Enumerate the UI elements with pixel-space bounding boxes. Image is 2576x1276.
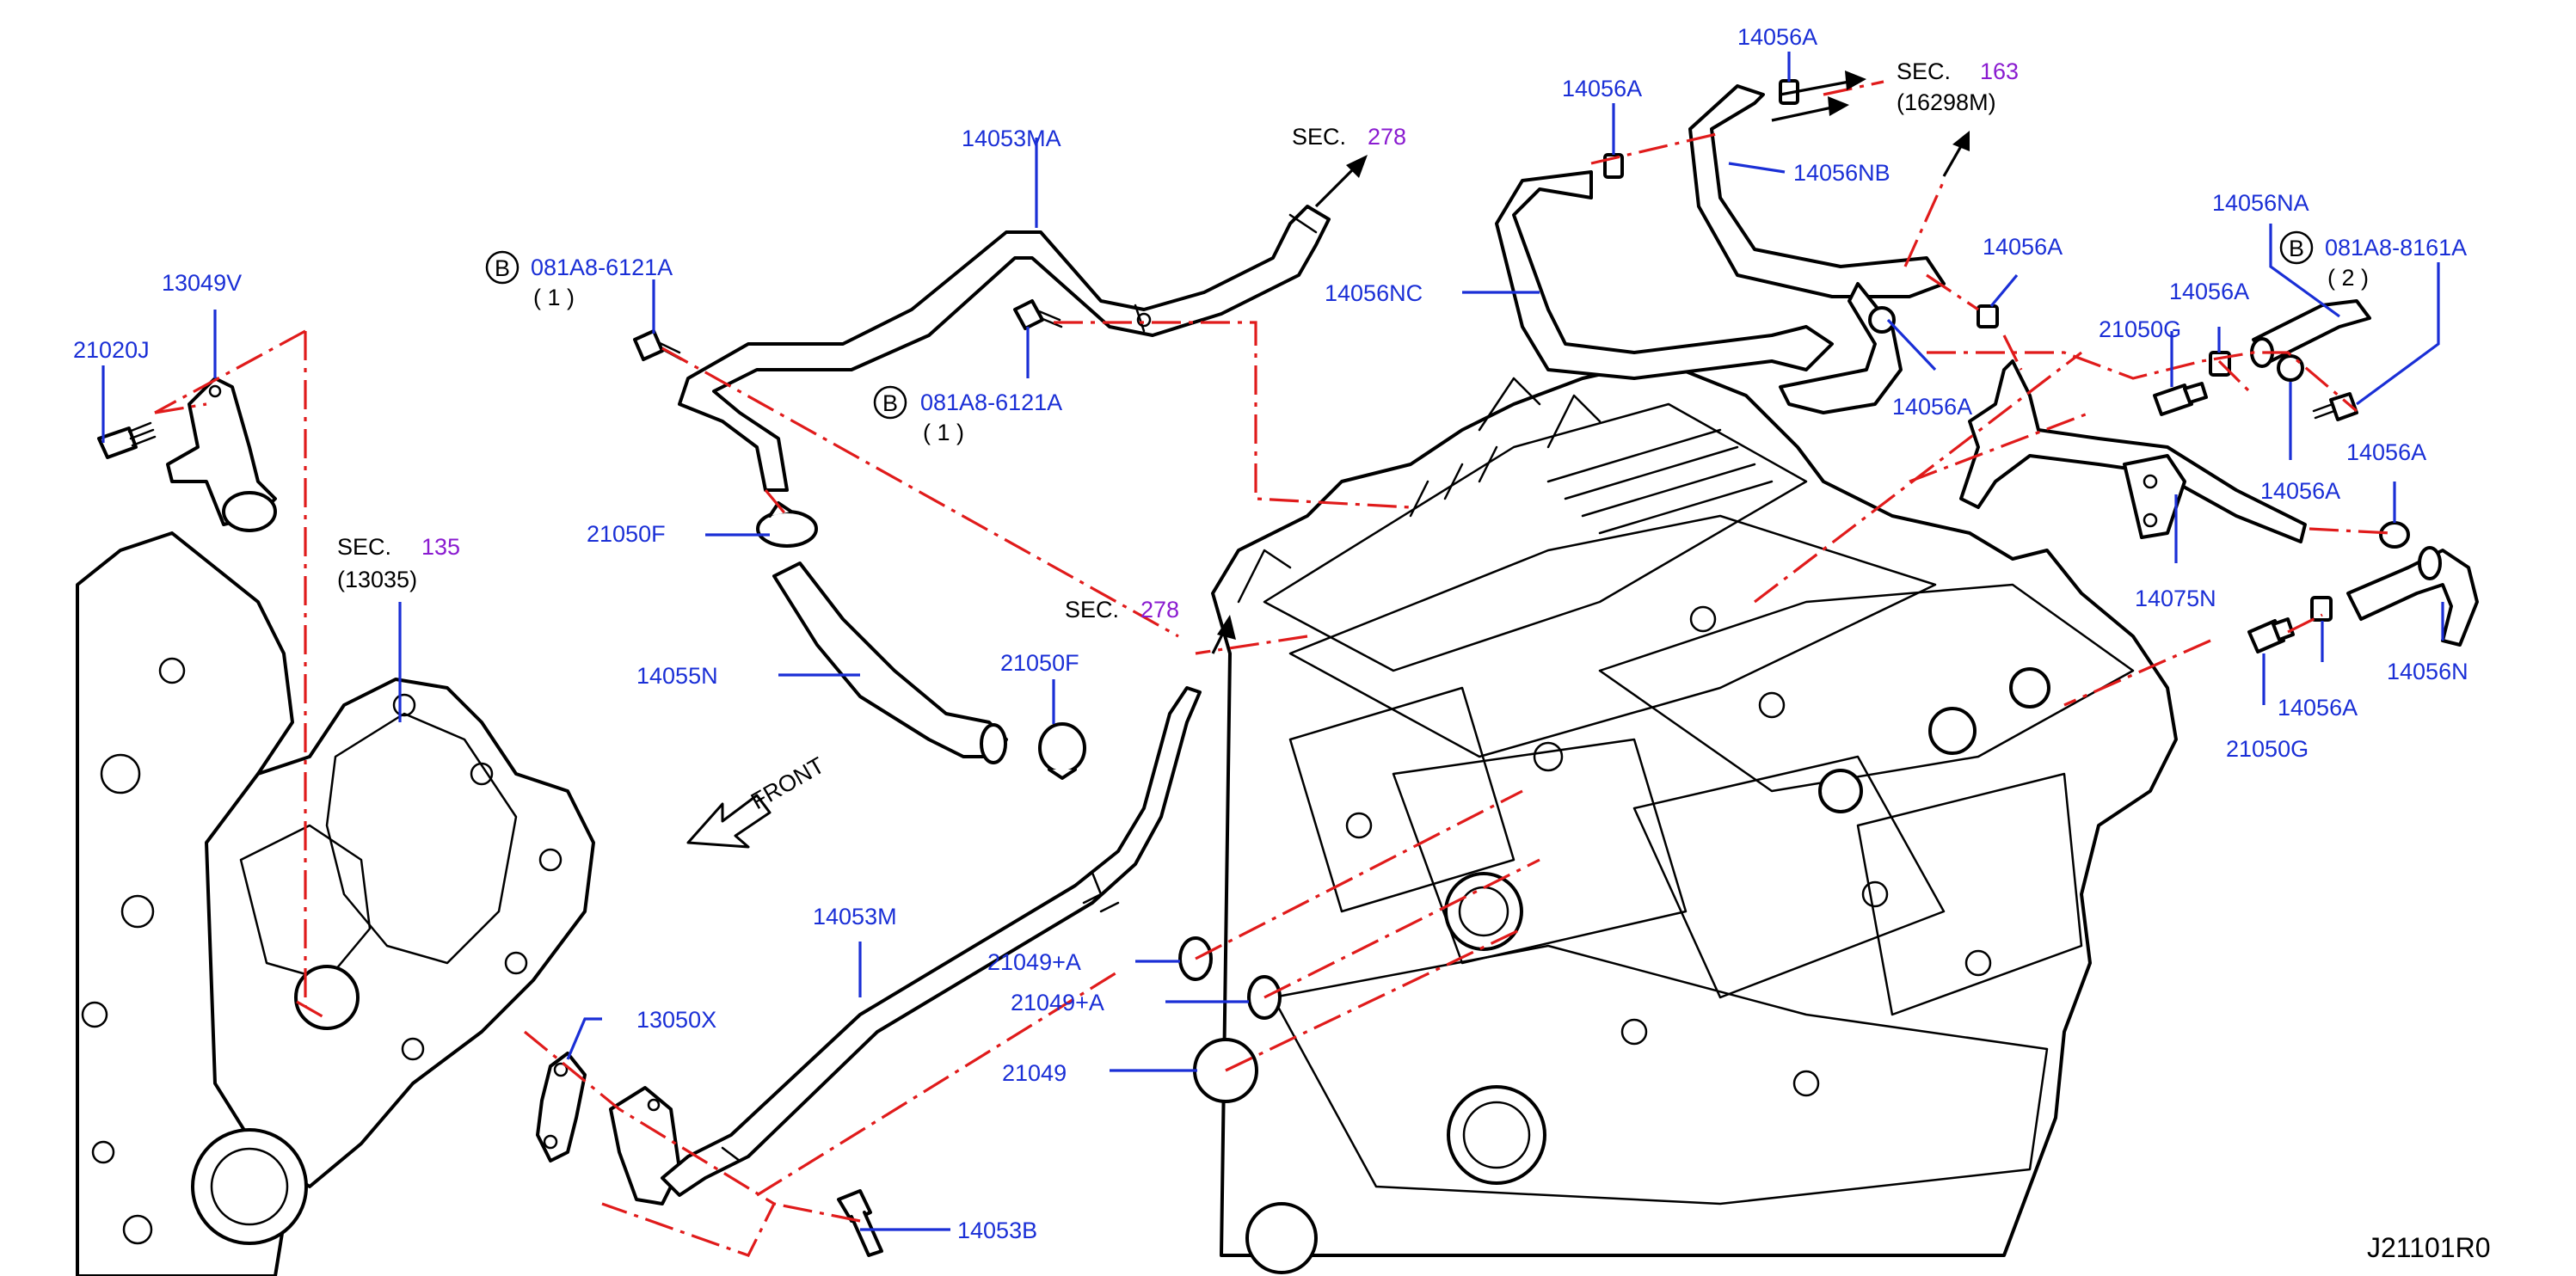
svg-text:278: 278	[1140, 597, 1179, 623]
label-14055n: 14055N	[636, 663, 718, 689]
label-14053ma: 14053MA	[962, 126, 1061, 151]
sec-ref-163: SEC. 163 (16298M)	[1897, 58, 2019, 115]
label-21049a-2: 21049+A	[1011, 990, 1104, 1015]
callout-labels: 14053MA 14053M 14053B 14055N 13049V 2102…	[73, 24, 2491, 1263]
bolt-callout-2: B 081A8-6121A ( 1 )	[873, 385, 1062, 445]
diagram-code: J21101R0	[2367, 1232, 2491, 1263]
svg-text:SEC.: SEC.	[1897, 58, 1951, 84]
svg-text:081A8-6121A: 081A8-6121A	[531, 255, 673, 280]
arrow-sec-278-mid	[1217, 615, 1236, 640]
label-21050g-2: 21050G	[2226, 736, 2309, 762]
label-21050g-1: 21050G	[2099, 316, 2181, 342]
gasket-13050x	[536, 1052, 587, 1163]
clamp-14056a-6	[2277, 354, 2304, 382]
bolt-14053b	[837, 1189, 883, 1257]
label-14053m: 14053M	[813, 904, 897, 929]
svg-text:SEC.: SEC.	[1065, 597, 1119, 623]
arrow-sec-278-top	[1346, 155, 1368, 178]
union-21050g-1	[2153, 382, 2208, 416]
label-14075n: 14075N	[2135, 586, 2216, 611]
label-21050f-b: 21050F	[1000, 650, 1079, 676]
clamp-14056a-7	[2379, 521, 2410, 549]
label-21049: 21049	[1002, 1060, 1067, 1086]
arrow-sec-163-a	[1845, 71, 1866, 90]
svg-text:(13035): (13035)	[337, 567, 417, 592]
arrow-sec-163-b	[1828, 96, 1849, 116]
hose-14056na	[2250, 299, 2371, 368]
hose-14056n	[2346, 546, 2479, 647]
clamp-21050f-a	[756, 501, 818, 548]
svg-text:B: B	[495, 255, 510, 281]
tube-14075n	[1959, 359, 2307, 543]
svg-text:( 1 ): ( 1 )	[923, 420, 964, 445]
clamp-14056a-4	[1868, 306, 1896, 334]
bolt-081a8-6121a-mid	[1013, 299, 1063, 330]
clamp-14056a-3	[1977, 304, 1999, 328]
label-13050x: 13050X	[636, 1007, 716, 1033]
label-14056na: 14056NA	[2212, 190, 2309, 216]
label-14056a-7: 14056A	[2346, 439, 2426, 465]
svg-text:SEC.: SEC.	[337, 534, 391, 560]
bolt-callout-3: B 081A8-8161A ( 2 )	[2279, 230, 2467, 291]
clamp-14056a-8	[2310, 596, 2333, 622]
hose-14055n	[772, 561, 1008, 764]
timing-cover	[76, 531, 595, 1276]
label-14056a-3: 14056A	[1892, 394, 1972, 420]
arrow-sec-163-c	[1952, 131, 1970, 151]
hose-14053m	[661, 686, 1202, 1197]
sec-ref-278-mid: SEC. 278	[1065, 597, 1179, 623]
svg-text:B: B	[882, 390, 898, 416]
svg-text:( 2 ): ( 2 )	[2327, 265, 2369, 291]
label-14056a-8: 14056A	[2278, 695, 2358, 721]
hose-14056nc	[1495, 170, 1834, 380]
clamp-21050f-b	[1038, 722, 1086, 780]
bolt-21020j	[97, 421, 157, 459]
label-13049v: 13049V	[162, 270, 242, 296]
bolt-callout-1: B 081A8-6121A ( 1 )	[485, 250, 673, 310]
label-14056a-2: 14056A	[1562, 76, 1642, 101]
label-21020j: 21020J	[73, 337, 150, 363]
svg-text:SEC.: SEC.	[1292, 124, 1346, 150]
front-arrow: FRONT	[686, 752, 829, 849]
label-14056a-5: 14056A	[2169, 279, 2249, 304]
label-21050f-a: 21050F	[587, 521, 666, 547]
leader-lines	[101, 52, 2444, 1231]
label-14056nb: 14056NB	[1793, 160, 1891, 186]
svg-text:B: B	[2289, 236, 2304, 261]
label-21049a-1: 21049+A	[987, 949, 1081, 975]
svg-text:278: 278	[1368, 124, 1406, 150]
sec-ref-278-top: SEC. 278	[1292, 124, 1406, 150]
svg-text:081A8-6121A: 081A8-6121A	[920, 390, 1062, 415]
sec-ref-135: SEC. 135 (13035)	[337, 534, 460, 592]
label-14053b: 14053B	[957, 1218, 1037, 1243]
label-14056n: 14056N	[2387, 659, 2468, 684]
bolt-081a8-8161a-right	[2312, 392, 2358, 421]
svg-text:163: 163	[1980, 58, 2019, 84]
engine-block	[1211, 359, 2178, 1274]
section-arrows	[1211, 71, 1970, 654]
union-21050g-2	[2247, 617, 2295, 653]
centerlines	[154, 80, 2392, 1257]
svg-text:135: 135	[421, 534, 460, 560]
svg-text:( 1 ): ( 1 )	[533, 285, 575, 310]
label-14056a-6: 14056A	[2260, 478, 2340, 504]
label-14056nc: 14056NC	[1325, 280, 1423, 306]
water-outlet-13049v	[166, 377, 277, 532]
front-label: FRONT	[747, 752, 829, 814]
label-14056a-4: 14056A	[1983, 234, 2063, 260]
svg-text:(16298M): (16298M)	[1897, 89, 1996, 115]
svg-text:081A8-8161A: 081A8-8161A	[2325, 235, 2467, 261]
label-14056a-1: 14056A	[1737, 24, 1817, 50]
hose-14053ma	[678, 205, 1331, 492]
